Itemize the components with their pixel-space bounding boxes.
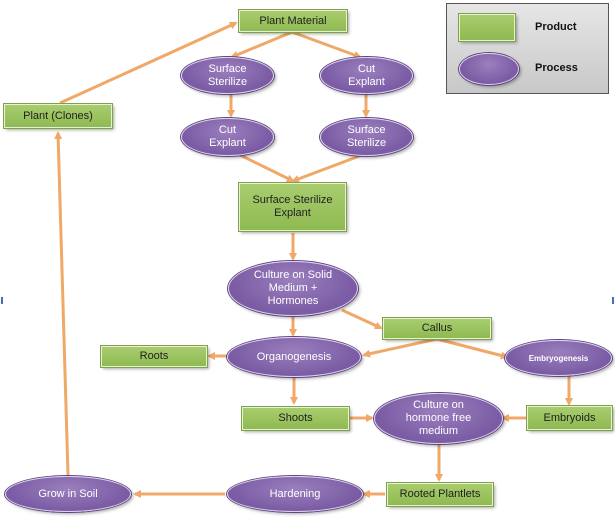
legend: Product Process <box>446 3 609 94</box>
arrow-grow-to-clones <box>54 131 70 476</box>
legend-process-swatch <box>459 53 519 85</box>
arrow-culture-to-callus <box>341 308 383 330</box>
left-edge-marker <box>1 297 3 304</box>
node-organogenesis: Organogenesis <box>227 337 361 377</box>
node-culture-solid-medium: Culture on Solid Medium + Hormones <box>228 261 358 316</box>
node-cut-explant-right: Cut Explant <box>320 57 413 94</box>
arrow-callus-to-embryogenesis <box>436 337 509 360</box>
node-embryogenesis: Embryogenesis <box>505 340 612 376</box>
node-surface-sterilize-left: Surface Sterilize <box>181 57 274 94</box>
node-shoots: Shoots <box>242 407 349 430</box>
legend-product-swatch <box>459 14 515 41</box>
arrow-clones-to-material <box>59 21 238 105</box>
arrow-material-to-cut-right <box>291 30 362 59</box>
right-edge-marker <box>612 297 614 304</box>
node-plant-material: Plant Material <box>239 10 347 32</box>
node-callus: Callus <box>383 318 491 339</box>
node-hardening: Hardening <box>227 476 363 512</box>
legend-process-label: Process <box>535 62 578 74</box>
node-rooted-plantlets: Rooted Plantlets <box>387 483 493 506</box>
node-surface-sterilize-right: Surface Sterilize <box>320 118 413 156</box>
arrow-material-to-sterilize-left <box>230 30 293 59</box>
arrow-cut-left-to-explant <box>239 153 295 183</box>
arrow-sterilize-right-to-explant <box>291 153 363 183</box>
arrow-callus-to-organogenesis <box>362 337 438 358</box>
legend-product-label: Product <box>535 21 577 33</box>
node-roots: Roots <box>101 346 207 367</box>
node-cut-explant-left: Cut Explant <box>181 118 274 156</box>
node-embryoids: Embryoids <box>527 406 612 430</box>
node-plant-clones: Plant (Clones) <box>4 104 112 128</box>
node-culture-hormone-free: Culture on hormone free medium <box>374 393 503 444</box>
node-surface-sterilize-explant: Surface Sterilize Explant <box>239 183 346 231</box>
node-grow-in-soil: Grow in Soil <box>5 476 131 512</box>
